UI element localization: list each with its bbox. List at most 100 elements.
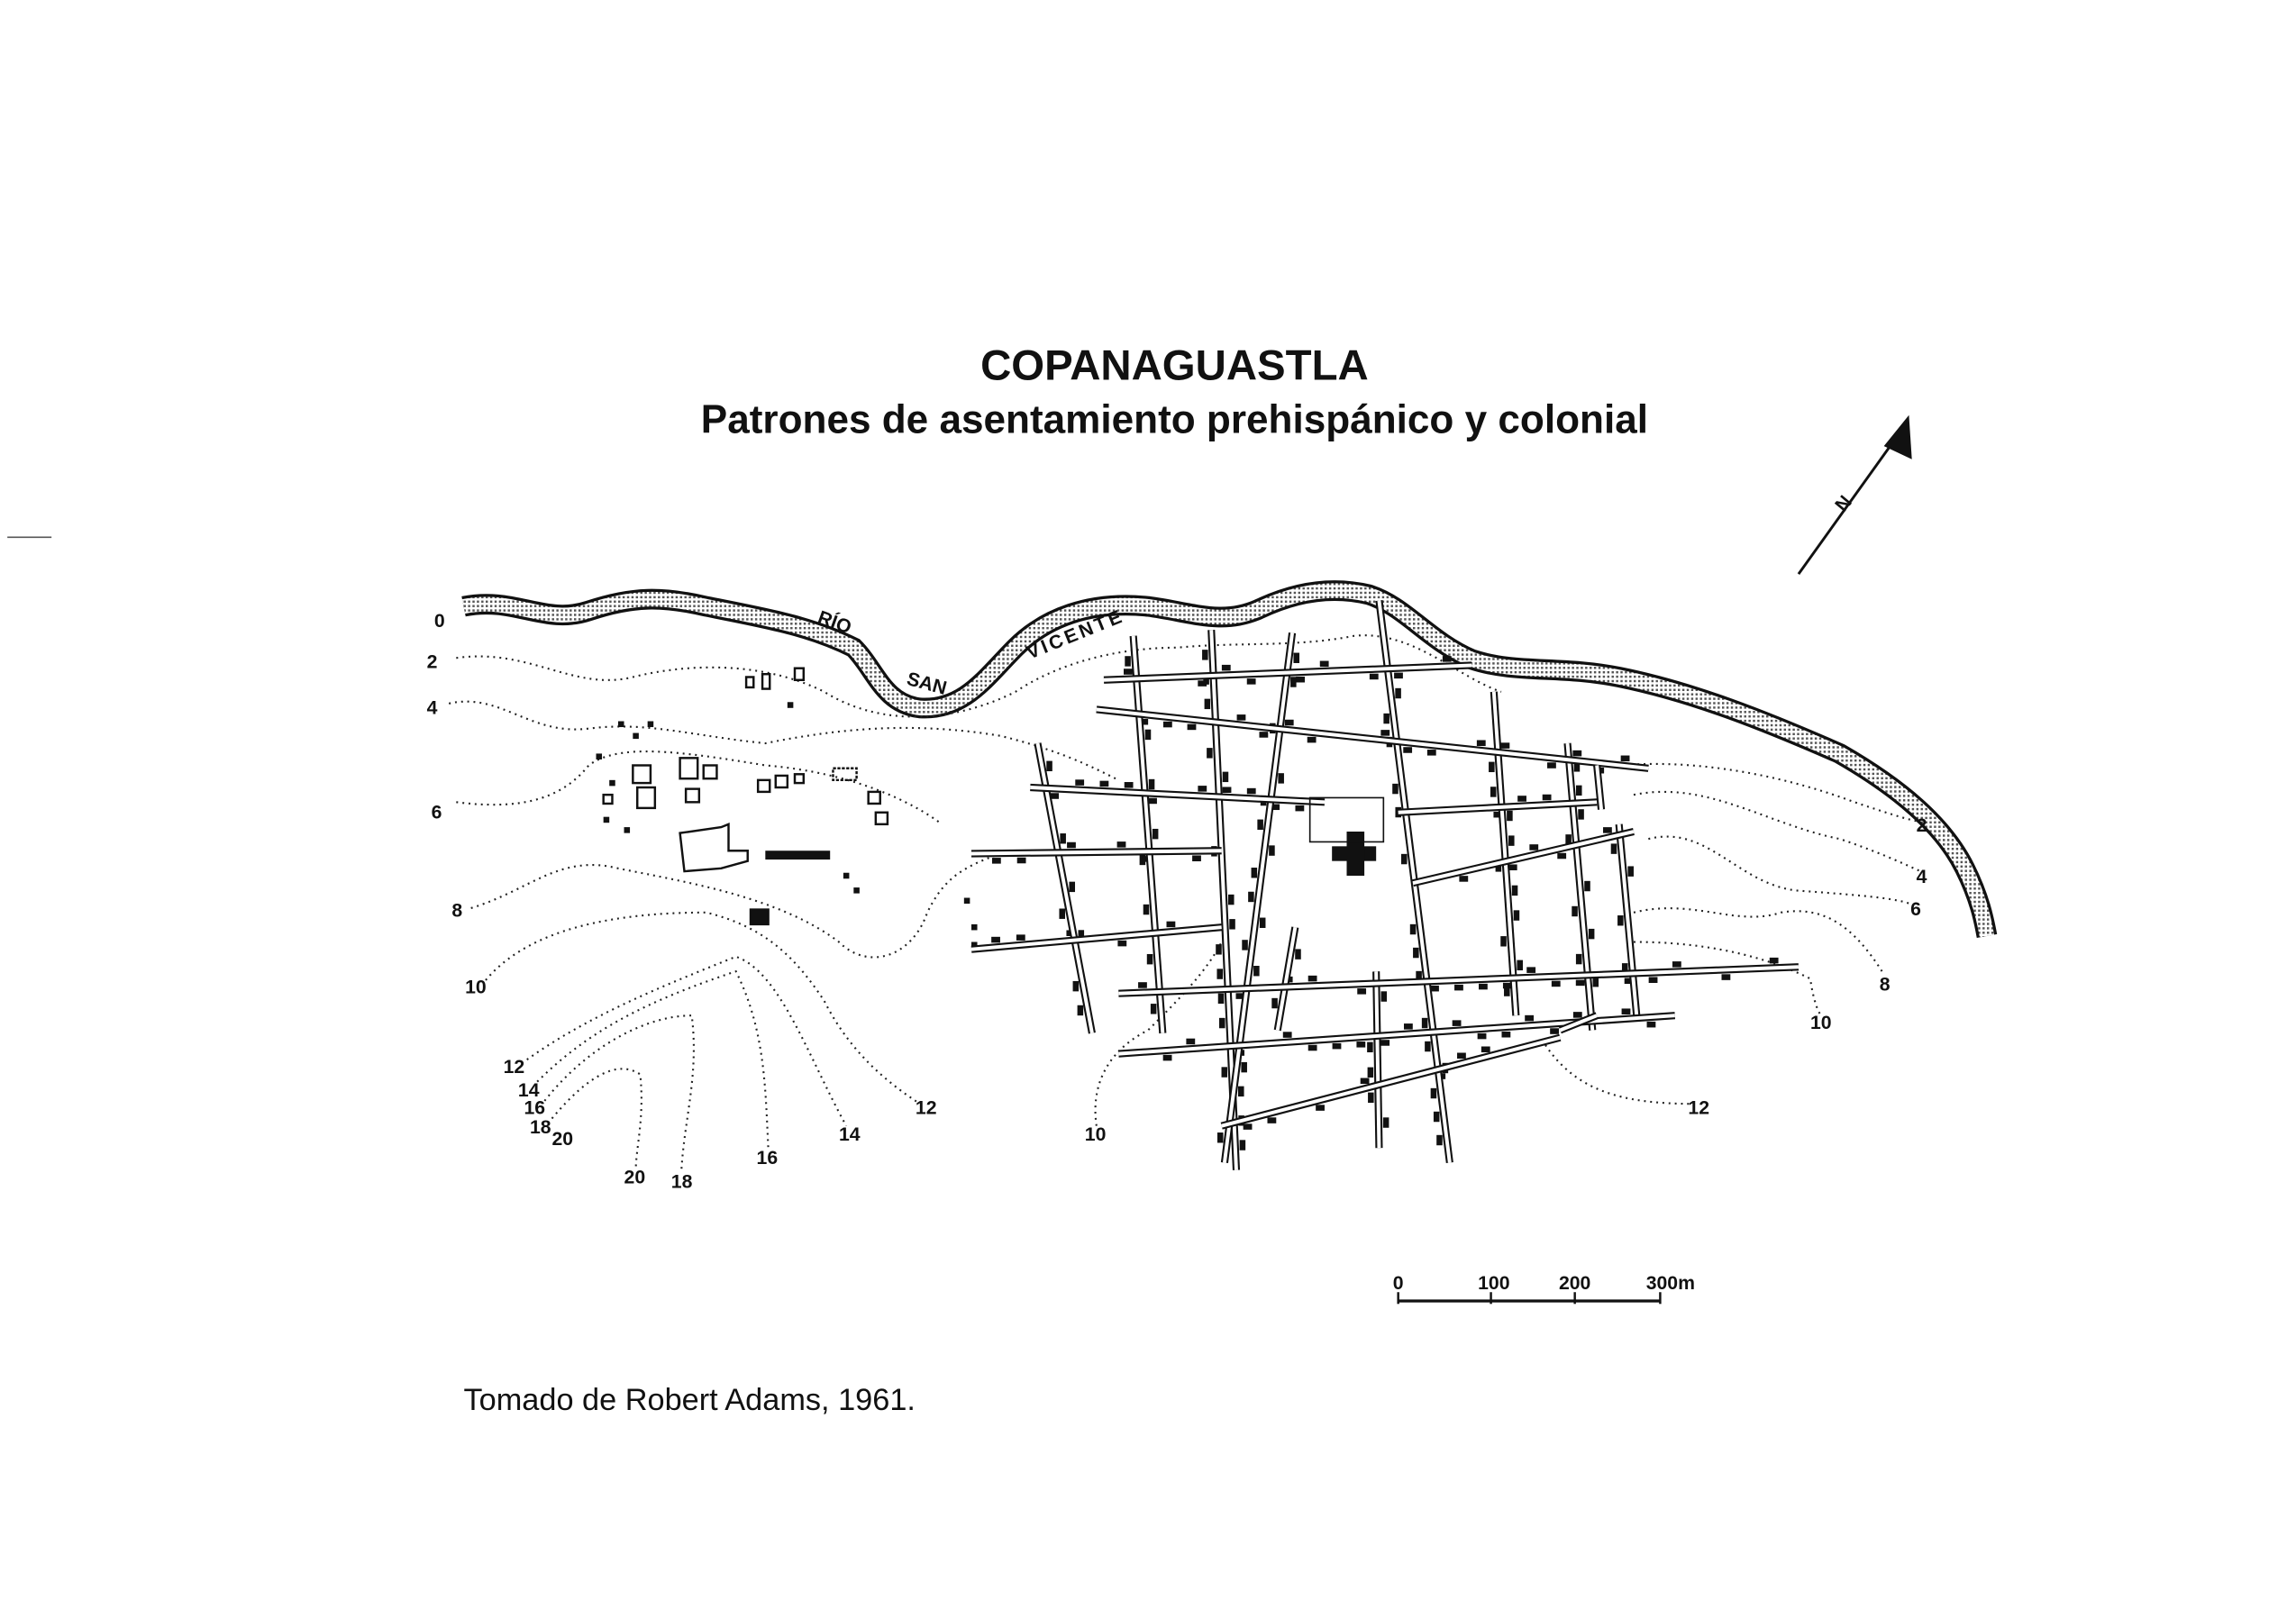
contour-label: 10 bbox=[1810, 1013, 1832, 1033]
building bbox=[1216, 969, 1224, 979]
contour-label: 14 bbox=[839, 1124, 861, 1145]
church bbox=[1346, 832, 1365, 876]
building bbox=[1207, 748, 1213, 759]
building bbox=[1332, 1042, 1342, 1050]
contour-label: 10 bbox=[1085, 1124, 1107, 1145]
street bbox=[1118, 965, 1799, 996]
building bbox=[1367, 1041, 1373, 1053]
street bbox=[1374, 971, 1381, 1149]
contour-label: 2 bbox=[427, 652, 438, 673]
building bbox=[1271, 804, 1280, 811]
contour-label: 12 bbox=[1688, 1098, 1709, 1119]
building bbox=[1508, 835, 1515, 846]
street bbox=[970, 925, 1222, 951]
contour-label: 16 bbox=[757, 1148, 779, 1169]
building bbox=[1529, 844, 1539, 850]
building bbox=[1394, 672, 1403, 679]
building bbox=[1242, 940, 1248, 950]
building bbox=[1360, 1078, 1370, 1085]
building bbox=[1565, 834, 1572, 845]
building bbox=[1575, 785, 1582, 796]
street bbox=[1565, 742, 1595, 1031]
building bbox=[1477, 1032, 1487, 1040]
building bbox=[1123, 669, 1133, 675]
building bbox=[1192, 855, 1201, 861]
contour-label: 18 bbox=[530, 1117, 551, 1138]
building bbox=[1216, 1132, 1224, 1143]
building bbox=[1769, 957, 1779, 964]
contour-lines bbox=[448, 634, 1921, 1170]
building bbox=[1217, 993, 1225, 1005]
building bbox=[1186, 1038, 1196, 1045]
north-arrow-icon: N bbox=[1797, 414, 1912, 576]
contour-label: 18 bbox=[671, 1171, 693, 1192]
building bbox=[1116, 841, 1126, 848]
building bbox=[1307, 975, 1317, 982]
street bbox=[1398, 800, 1598, 814]
building bbox=[1204, 698, 1211, 710]
building bbox=[1572, 905, 1578, 917]
building bbox=[1392, 783, 1399, 795]
building bbox=[1511, 885, 1518, 896]
building bbox=[1259, 732, 1269, 738]
building bbox=[1075, 779, 1085, 786]
building bbox=[1430, 985, 1439, 992]
building bbox=[1442, 656, 1452, 662]
building bbox=[1504, 986, 1510, 996]
building bbox=[1367, 1067, 1374, 1078]
building bbox=[1357, 988, 1367, 995]
building bbox=[1243, 1123, 1253, 1130]
building bbox=[1617, 915, 1624, 926]
contour-label: 6 bbox=[432, 802, 442, 823]
building bbox=[1284, 719, 1294, 726]
building bbox=[1493, 811, 1503, 818]
building bbox=[1016, 857, 1026, 864]
building bbox=[1152, 828, 1159, 840]
building bbox=[1500, 742, 1510, 749]
building bbox=[1508, 864, 1517, 870]
building bbox=[1222, 771, 1229, 783]
building bbox=[1293, 652, 1300, 663]
building bbox=[1316, 1105, 1325, 1111]
street bbox=[1412, 830, 1635, 886]
map-subtitle: Patrones de asentamiento prehispánico y … bbox=[701, 397, 1648, 441]
building bbox=[1060, 833, 1066, 844]
building bbox=[1246, 678, 1256, 685]
building bbox=[1547, 762, 1556, 769]
building bbox=[1721, 974, 1731, 980]
street bbox=[1491, 691, 1518, 1016]
building bbox=[1409, 923, 1417, 935]
building bbox=[1069, 881, 1076, 893]
building bbox=[1050, 793, 1060, 799]
building bbox=[1267, 1117, 1277, 1123]
building bbox=[1426, 750, 1436, 756]
building bbox=[1148, 778, 1155, 790]
building bbox=[1490, 787, 1497, 797]
building bbox=[1257, 819, 1263, 830]
contour-label: 20 bbox=[624, 1167, 646, 1187]
building bbox=[1356, 1041, 1366, 1048]
building bbox=[1221, 664, 1231, 671]
building bbox=[1295, 805, 1305, 812]
building bbox=[1380, 991, 1388, 1002]
contour-label: 16 bbox=[524, 1098, 545, 1119]
building bbox=[1542, 794, 1552, 801]
building bbox=[1236, 714, 1246, 721]
scale-tick-label: 300m bbox=[1646, 1273, 1695, 1294]
building bbox=[1500, 936, 1507, 947]
building bbox=[1238, 1086, 1244, 1097]
building bbox=[1502, 982, 1512, 989]
street bbox=[1559, 1014, 1598, 1032]
building bbox=[1216, 944, 1222, 955]
contour-label: 12 bbox=[916, 1098, 937, 1119]
map-title: COPANAGUASTLA bbox=[980, 342, 1369, 390]
building bbox=[1067, 841, 1076, 849]
building bbox=[1489, 761, 1495, 773]
building bbox=[1290, 677, 1297, 687]
street bbox=[1103, 663, 1472, 682]
building bbox=[1146, 953, 1153, 965]
street bbox=[1030, 786, 1326, 805]
building bbox=[1572, 750, 1582, 757]
building bbox=[1228, 894, 1235, 905]
street bbox=[1221, 1035, 1561, 1128]
